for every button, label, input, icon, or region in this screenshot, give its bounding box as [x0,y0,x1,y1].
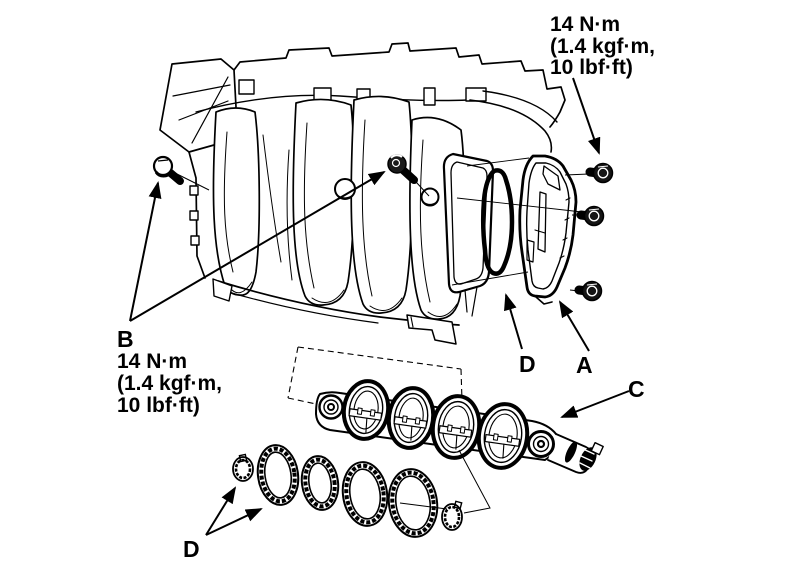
arrow-a-to-cover [558,300,590,352]
chamber-left-boss [318,394,344,420]
large-o-ring [256,444,300,506]
part-label-a: A [576,352,593,378]
part-label-d-bottom: D [183,536,200,562]
torque-line: 14 N·m [550,13,620,36]
arrow-c-to-chamber [560,390,630,418]
bolt-icon [574,280,603,302]
callout-arrows [129,77,630,536]
chamber-port [476,402,530,470]
small-o-ring [232,453,254,482]
arrow-d-to-small-oring [205,486,237,536]
callout-b-with-torque: B 14 N·m (1.4 kgf·m, 10 lbf·ft) [117,326,222,417]
torque-line: 14 N·m [117,350,187,373]
bolt-icon [152,155,184,185]
arrow-b-to-bolt1 [129,181,162,322]
part-a-illustration [518,154,578,305]
arrow-to-top-bolt [572,77,601,155]
chamber-port [341,379,391,441]
arrow-d-to-gasket [504,293,523,350]
o-ring-set-illustration [232,444,463,538]
chamber-part-c-illustration [315,379,604,474]
torque-line: (1.4 kgf·m, [550,35,655,58]
part-label-b: B [117,326,134,352]
chamber-right-boss [527,430,555,458]
small-o-ring [441,500,463,531]
large-o-ring [387,468,439,538]
leader-lines [170,157,590,514]
large-o-ring [341,461,389,527]
gasket-part-d-illustration [480,168,515,276]
part-label-d-mid: D [519,351,536,377]
torque-note-top-right: 14 N·m (1.4 kgf·m, 10 lbf·ft) [550,13,655,79]
bolt-icon [585,162,614,184]
torque-line: (1.4 kgf·m, [117,372,222,395]
part-label-c: C [628,376,645,402]
torque-line: 10 lbf·ft) [550,56,633,79]
large-o-ring [300,455,340,511]
bolt-icon [576,205,605,227]
arrow-b-to-bolt2 [129,170,386,322]
projection-dashed-lines [287,346,463,405]
arrow-d-to-large-oring [205,508,263,536]
intake-manifold-illustration [159,42,566,345]
torque-line: 10 lbf·ft) [117,394,200,417]
